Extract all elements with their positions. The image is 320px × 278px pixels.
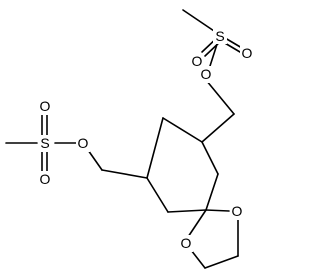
atom-o-top-right: O <box>242 45 253 61</box>
bond-ring-3 <box>146 177 169 213</box>
bond-ring-1 <box>162 117 203 143</box>
structure-svg: S O O O S O O O O O <box>5 9 254 269</box>
bond-o-left-spiro <box>187 209 207 238</box>
bond-left-ch2-o <box>87 149 103 171</box>
bond-left-ring-ch2 <box>101 169 148 179</box>
atom-o-ring-left: O <box>181 235 192 251</box>
atom-o-left-ester: O <box>78 135 89 151</box>
bond-ring-4 <box>167 209 207 213</box>
bond-ch2-o-left <box>190 249 206 269</box>
bond-ch2-ch2 <box>204 255 239 269</box>
bond-spiro-o-right <box>205 209 230 212</box>
atom-o-top-ester: O <box>201 66 212 82</box>
bond-ring-6 <box>201 141 219 175</box>
atom-o-left-up: O <box>40 98 51 114</box>
molecule-diagram: S O O O S O O O O O <box>5 9 254 269</box>
atom-o-top-left: O <box>192 53 203 69</box>
atom-o-ring-right: O <box>232 203 243 219</box>
bond-top-ch2-ring <box>201 113 235 143</box>
bond-ring-2 <box>146 117 164 179</box>
bond-top-o-ch2 <box>205 79 235 115</box>
atom-o-left-down: O <box>40 171 51 187</box>
atom-s-top: S <box>215 28 224 44</box>
atom-s-left: S <box>40 135 49 151</box>
bond-ring-5 <box>205 173 219 211</box>
atom-labels: S O O O S O O O O O <box>38 27 254 252</box>
